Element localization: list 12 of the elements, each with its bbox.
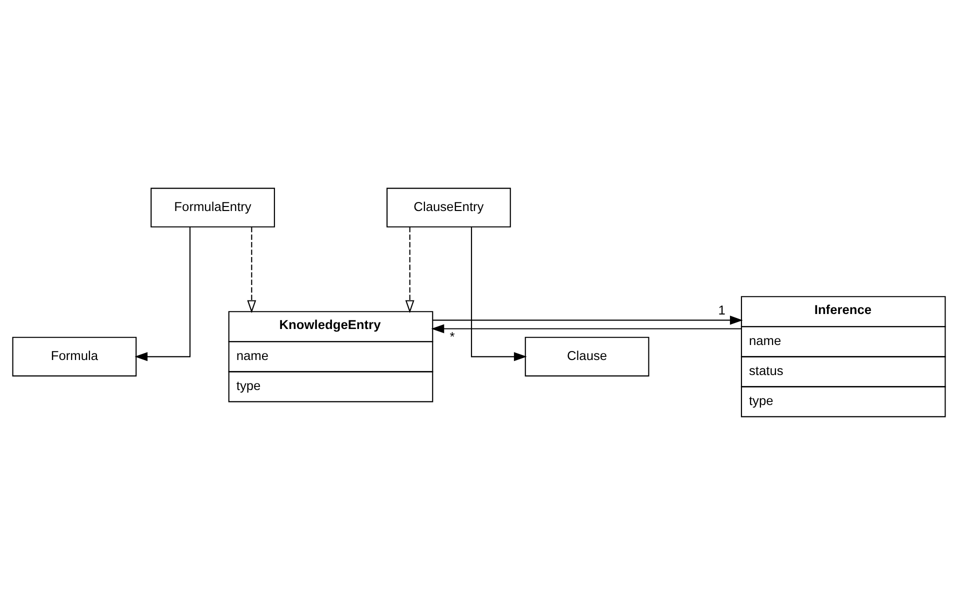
node-box: Clause (524, 336, 650, 376)
arrow (405, 226, 414, 313)
edge-label: * (450, 328, 455, 344)
node-box: Formula (12, 336, 137, 376)
node-box: FormulaEntry (150, 187, 275, 227)
arrow (247, 226, 256, 313)
arrow (432, 315, 743, 324)
arrow (470, 226, 527, 361)
edge-label: 1 (718, 302, 726, 317)
node-box: ClauseEntry (386, 187, 511, 227)
arrow (134, 226, 191, 361)
arrow (431, 324, 742, 333)
